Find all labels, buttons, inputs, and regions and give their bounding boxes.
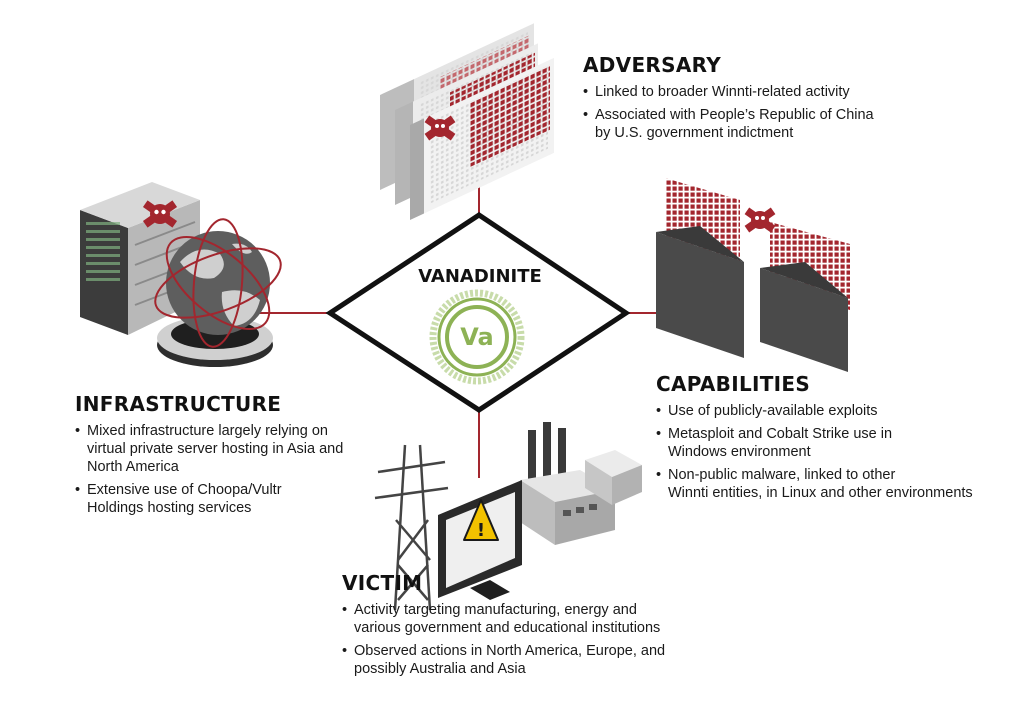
capabilities-illustration [656, 178, 850, 372]
bullet-item: Metasploit and Cobalt Strike use inWindo… [656, 425, 1016, 461]
vanadinite-logo: Va [429, 289, 525, 385]
bullet-item: Linked to broader Winnti-related activit… [583, 83, 913, 101]
power-tower-icon [374, 444, 449, 611]
victim-illustration: ! [374, 422, 642, 611]
skull-crossbones-icon [142, 200, 178, 228]
skull-crossbones-icon [744, 207, 776, 233]
globe-icon [154, 218, 282, 367]
center-title: VANADINITE [418, 266, 542, 287]
victim-bullets: Activity targeting manufacturing, energy… [342, 601, 702, 678]
bullet-item: Associated with People’s Republic of Chi… [583, 106, 913, 142]
capabilities-section: CAPABILITIES Use of publicly-available e… [656, 372, 1016, 507]
factory-icon [520, 422, 642, 545]
folder-icon-right [760, 262, 848, 372]
bullet-item: Use of publicly-available exploits [656, 402, 1016, 420]
infrastructure-section: INFRASTRUCTURE Mixed infrastructure larg… [75, 392, 375, 522]
bullet-item: Non-public malware, linked to otherWinnt… [656, 466, 1016, 502]
warning-icon: ! [477, 520, 485, 541]
capabilities-title: CAPABILITIES [656, 372, 811, 396]
capabilities-bullets: Use of publicly-available exploitsMetasp… [656, 402, 1016, 502]
bullet-item: Mixed infrastructure largely relying onv… [75, 422, 375, 476]
skull-crossbones-icon [424, 115, 456, 141]
infrastructure-illustration [80, 182, 282, 367]
adversary-title: ADVERSARY [583, 53, 721, 77]
infrastructure-bullets: Mixed infrastructure largely relying onv… [75, 422, 375, 517]
victim-section: VICTIM Activity targeting manufacturing,… [342, 571, 702, 683]
adversary-screen-front [410, 57, 554, 220]
logo-text: Va [460, 323, 493, 351]
warning-monitor-icon: ! [438, 480, 522, 600]
adversary-bullets: Linked to broader Winnti-related activit… [583, 83, 913, 142]
bullet-item: Observed actions in North America, Europ… [342, 642, 702, 678]
adversary-section: ADVERSARY Linked to broader Winnti-relat… [583, 53, 913, 147]
folder-icon-left [656, 226, 744, 358]
adversary-illustration [380, 23, 554, 220]
bullet-item: Activity targeting manufacturing, energy… [342, 601, 702, 637]
victim-title: VICTIM [342, 571, 423, 595]
infrastructure-title: INFRASTRUCTURE [75, 392, 282, 416]
